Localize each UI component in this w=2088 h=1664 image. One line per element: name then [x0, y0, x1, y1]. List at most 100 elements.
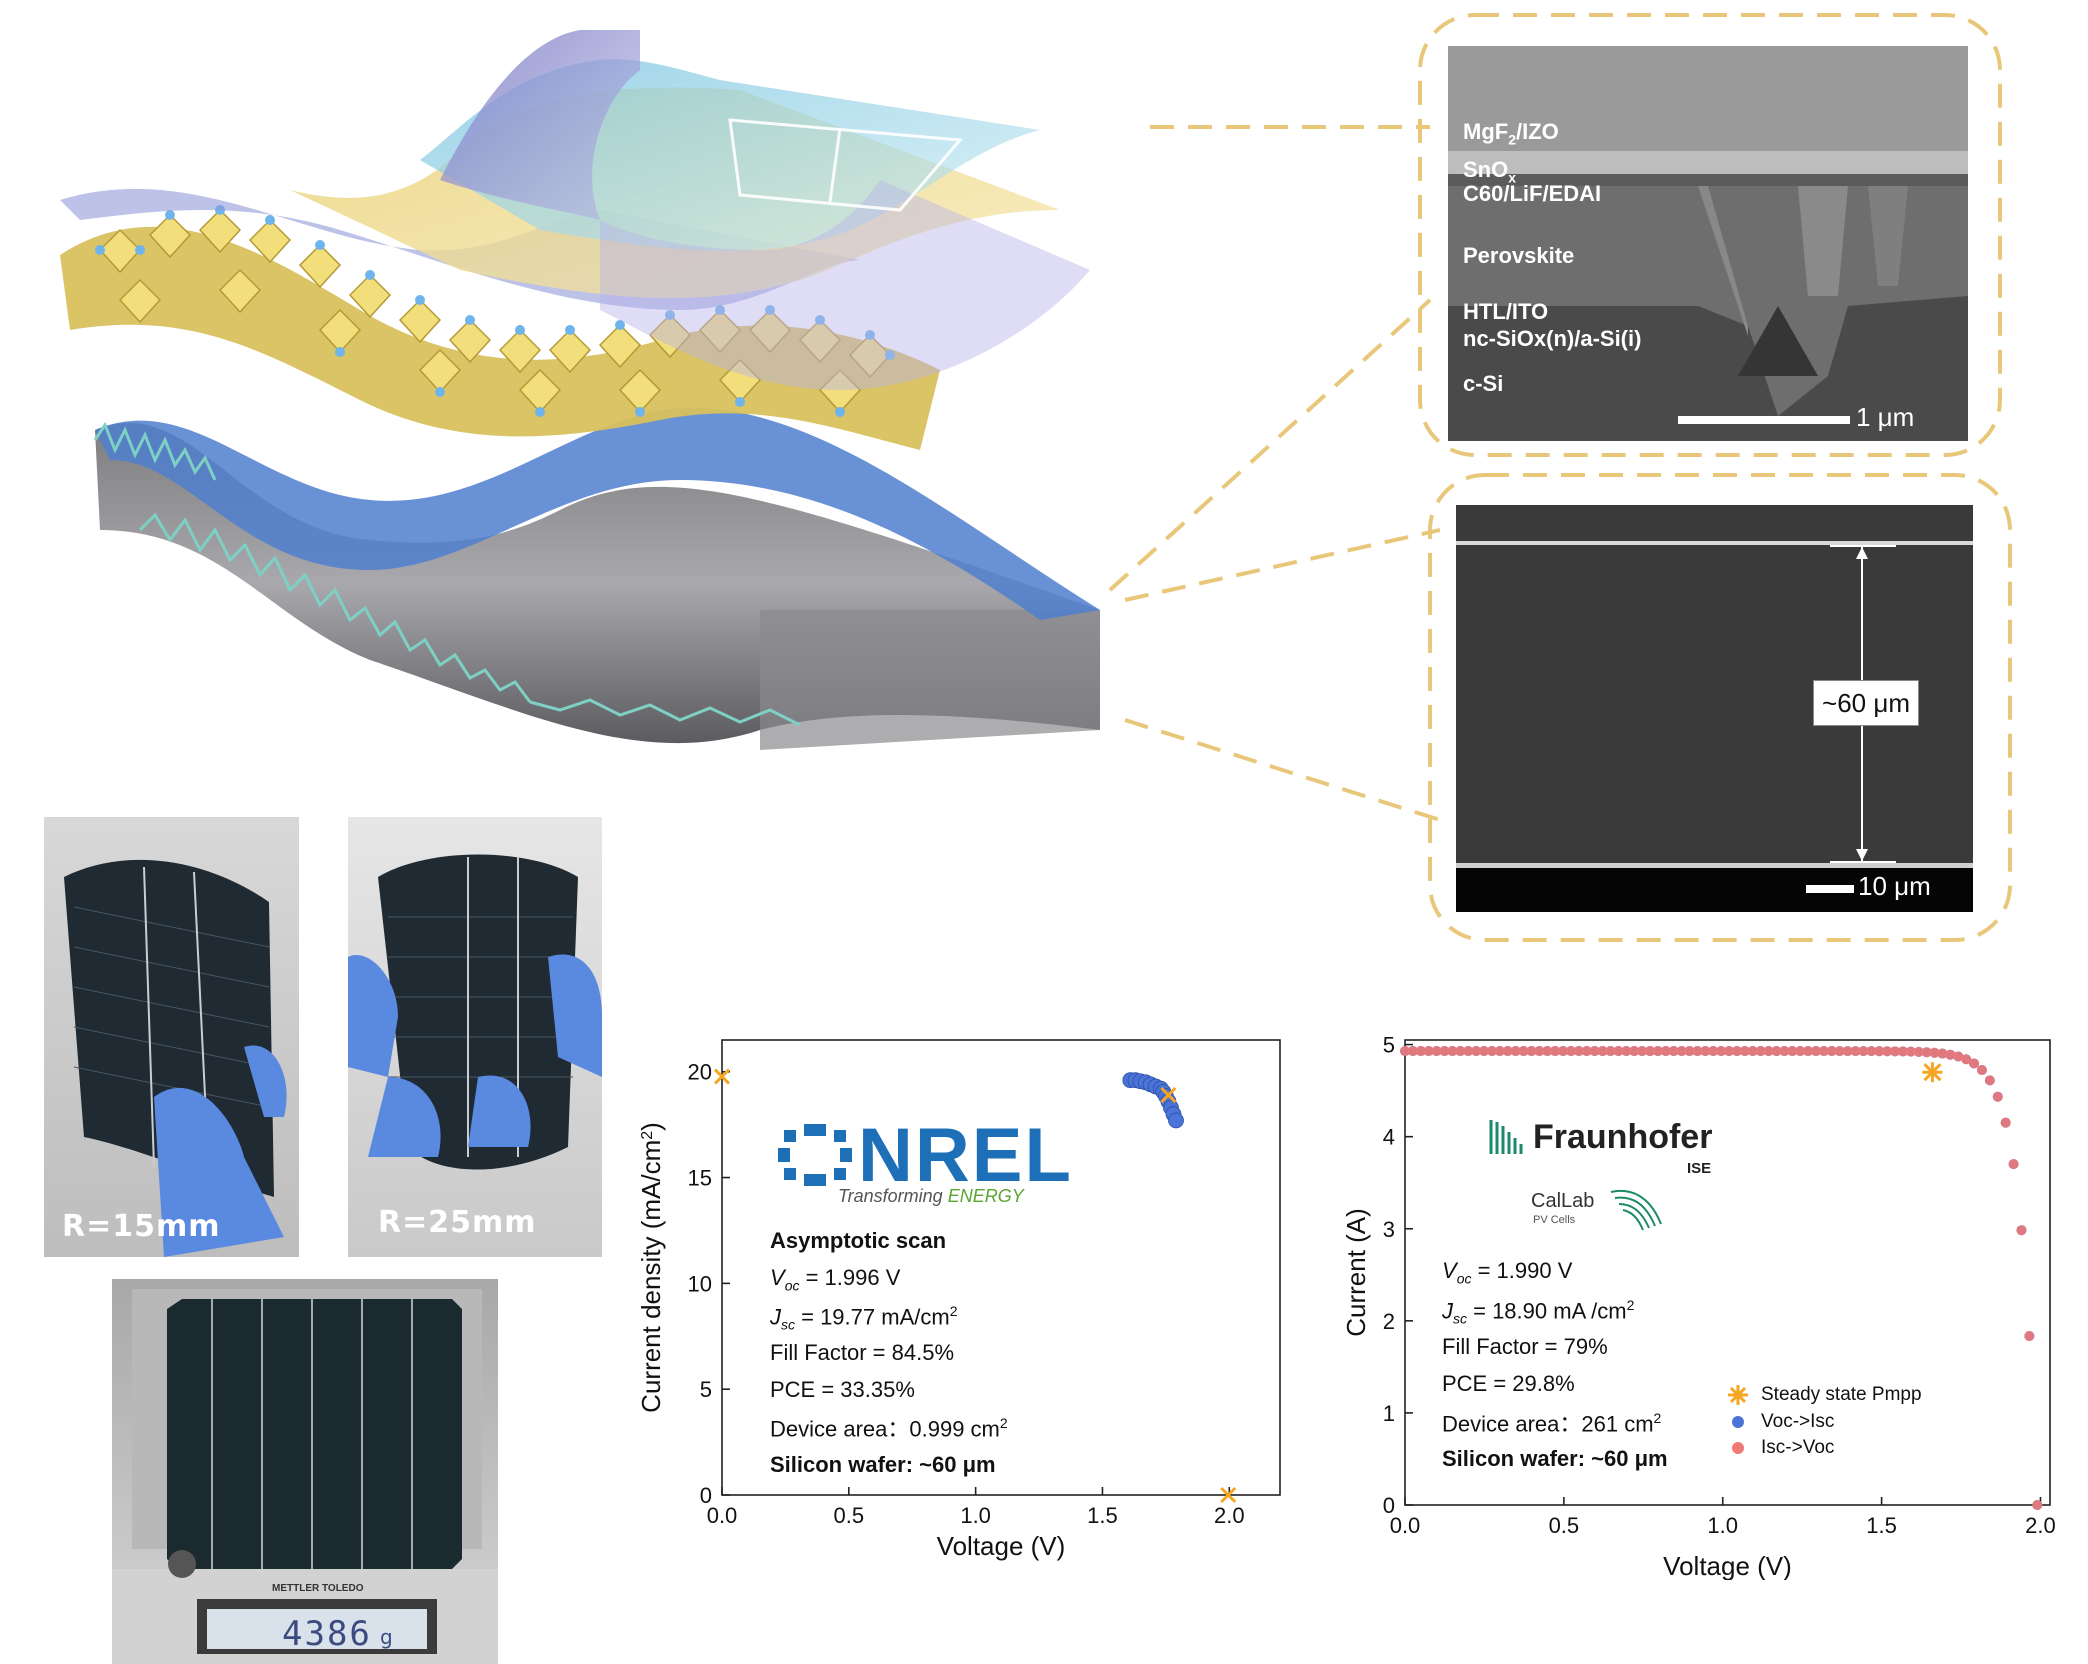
y-tick-label: 4: [1383, 1125, 1395, 1150]
fraunhofer-logo-text: Fraunhofer: [1533, 1118, 1713, 1156]
isc-voc-point: [1731, 1046, 1742, 1057]
y-tick-label: 5: [700, 1377, 712, 1402]
device-area-value: Device area：261 cm: [1442, 1411, 1654, 1437]
x-tick-label: 2.0: [2025, 1513, 2056, 1538]
isc-voc-point: [1882, 1046, 1893, 1057]
isc-voc-point: [1976, 1065, 1987, 1076]
x-tick-label: 2.0: [1214, 1503, 1245, 1528]
isc-voc-point: [1502, 1046, 1513, 1057]
annotation-device-area: Device area：0.999 cm2: [770, 1415, 1008, 1442]
isc-voc-point: [1708, 1046, 1719, 1057]
bottom-surface-line: [1456, 863, 1973, 868]
isc-voc-point: [1787, 1046, 1798, 1057]
isc-voc-point: [1850, 1046, 1861, 1057]
layer-label-c60: C60/LiF/EDAI: [1463, 181, 1602, 206]
y-tick-label: 5: [1383, 1033, 1395, 1058]
star-stroke: [1160, 1086, 1177, 1104]
isc-voc-point: [1400, 1046, 1410, 1057]
device-area-value: Device area：0.999 cm: [770, 1416, 1000, 1442]
annotation-pce: PCE = 29.8%: [1442, 1371, 1575, 1396]
layer-label-c-si: c-Si: [1463, 371, 1504, 396]
annotation-fill-factor: Fill Factor = 84.5%: [770, 1340, 955, 1365]
annotation-title: Asymptotic scan: [770, 1228, 947, 1253]
annotation-wafer: Silicon wafer: ~60 μm: [1442, 1446, 1668, 1471]
layer-label-perovskite: Perovskite: [1463, 243, 1575, 268]
isc-voc-point: [1842, 1046, 1853, 1057]
legend: Steady state Pmpp Voc->Isc Isc->Voc: [1723, 1382, 1953, 1462]
isc-voc-point: [1945, 1049, 1956, 1060]
isc-voc-point: [1581, 1046, 1592, 1057]
isc-voc-point: [1637, 1046, 1648, 1057]
isc-voc-point: [1866, 1046, 1877, 1057]
isc-voc-point: [1858, 1046, 1869, 1057]
bend-radius-label: R=15mm: [62, 1209, 221, 1244]
isc-voc-point: [1890, 1046, 1901, 1057]
isc-voc-point: [1407, 1046, 1418, 1057]
isc-voc-point: [1471, 1046, 1482, 1057]
isc-voc-point: [1826, 1046, 1837, 1057]
sem-cross-section: MgF2/IZO SnOx C60/LiF/EDAI Perovskite HT…: [1448, 46, 1968, 441]
star-marker: [713, 1068, 731, 1085]
sem-thickness: ~60 μm 10 μm: [1456, 505, 1973, 912]
isc-voc-point: [1455, 1046, 1466, 1057]
plot-frame: [721, 1039, 1281, 1496]
isc-voc-point: [1897, 1046, 1908, 1057]
isc-voc-point: [1913, 1046, 1924, 1057]
layer-label-mgf2-izo: MgF2/IZO: [1463, 119, 1559, 148]
isc-voc-point: [1834, 1046, 1845, 1057]
x-tick-label: 1.5: [1866, 1513, 1897, 1538]
isc-voc-point: [1810, 1046, 1821, 1057]
isc-voc-point: [2000, 1117, 2011, 1128]
device-schematic: [40, 10, 1150, 790]
isc-voc-point: [1905, 1046, 1916, 1057]
isc-voc-point: [1645, 1046, 1656, 1057]
callab-logo-sub: PV Cells: [1533, 1214, 1576, 1226]
isc-voc-point: [1526, 1046, 1537, 1057]
y-tick-label: 10: [688, 1271, 712, 1296]
nrel-tagline-transforming: Transforming: [838, 1186, 943, 1206]
scale-unit: g: [380, 1625, 393, 1649]
layer-label-htl-ito: HTL/ITO: [1463, 299, 1549, 324]
star-stroke: [713, 1068, 731, 1085]
layer-label-nc-siox: nc-SiOx(n)/a-Si(i): [1463, 326, 1642, 351]
isc-voc-point: [1565, 1046, 1576, 1057]
isc-voc-point: [2024, 1330, 2035, 1341]
annotation-jsc: Jsc = 19.77 mA/cm2: [770, 1303, 958, 1333]
isc-voc-point: [1542, 1046, 1553, 1057]
scale-bar: [1678, 416, 1850, 424]
isc-voc-point: [1660, 1046, 1671, 1057]
isc-voc-point: [1668, 1046, 1679, 1057]
isc-voc-point: [1771, 1046, 1782, 1057]
isc-voc-point: [1929, 1047, 1940, 1058]
jsc-value: = 18.90 mA /cm: [1467, 1298, 1627, 1324]
x-tick-label: 0.0: [707, 1503, 738, 1528]
x-axis-label: Voltage (V): [1663, 1551, 1792, 1580]
nrel-tagline: Transforming ENERGY: [838, 1186, 1024, 1207]
y-tick-label: 1: [1383, 1401, 1395, 1426]
scale-bar-label: 1 μm: [1856, 402, 1915, 432]
bent-cell-photo-r25: R=25mm: [348, 817, 602, 1257]
y-tick-label: 2: [1383, 1309, 1395, 1334]
annotation-jsc: Jsc = 18.90 mA /cm2: [1442, 1297, 1635, 1327]
x-axis-label: Voltage (V): [937, 1531, 1066, 1561]
isc-voc-point: [1597, 1046, 1608, 1057]
isc-voc-point: [1447, 1046, 1458, 1057]
annotation-wafer: Silicon wafer: ~60 μm: [770, 1452, 996, 1477]
isc-voc-point: [1486, 1046, 1497, 1057]
thickness-label: ~60 μm: [1813, 680, 1919, 726]
isc-voc-point: [1629, 1046, 1640, 1057]
callab-logo: CalLab PV Cells: [1531, 1189, 1671, 1250]
scale-brand: METTLER TOLEDO: [272, 1583, 364, 1594]
x-tick-label: 1.0: [960, 1503, 991, 1528]
isc-voc-point: [1558, 1046, 1569, 1057]
nrel-logo: NREL Transforming ENERGY: [776, 1113, 1076, 1207]
scale-bar-label: 10 μm: [1858, 871, 1931, 901]
isc-voc-point: [1676, 1046, 1687, 1057]
isc-voc-point: [1415, 1046, 1426, 1057]
wafer-on-scale-photo: METTLER TOLEDO 4386 g: [112, 1279, 498, 1664]
